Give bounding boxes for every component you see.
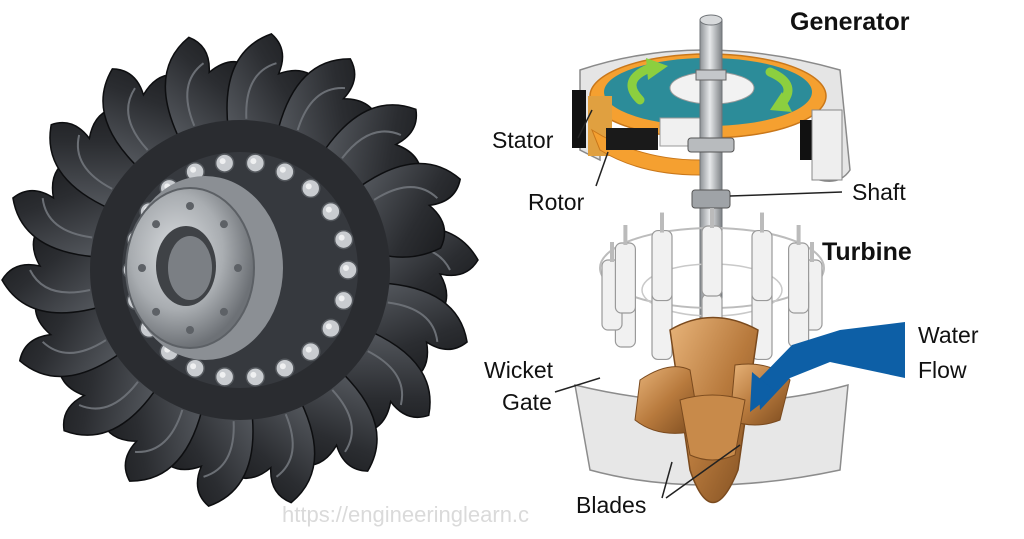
wicket-gate-leader bbox=[554, 377, 601, 393]
runner-bolt-glint bbox=[219, 371, 226, 378]
turbine-assembly bbox=[574, 208, 905, 503]
wicket-vane bbox=[701, 225, 723, 297]
runner-bucket-highlight bbox=[186, 62, 205, 127]
flange-bolt bbox=[152, 220, 161, 229]
runner-bucket-highlight bbox=[29, 269, 91, 294]
shaft-collar-top bbox=[695, 69, 727, 81]
runner-bolt-glint bbox=[325, 323, 332, 330]
rotation-arrowhead-right bbox=[770, 92, 792, 112]
runner-bucket-highlight bbox=[203, 421, 235, 478]
stator-teeth-left bbox=[572, 90, 586, 148]
flange-bolt bbox=[234, 264, 242, 272]
wicket-vane bbox=[751, 229, 773, 302]
pelton-runner-image bbox=[1, 33, 479, 507]
rotation-arrow-left bbox=[627, 63, 655, 105]
runner-bolt-glint bbox=[190, 166, 197, 173]
runner-bolt-glint bbox=[305, 346, 312, 353]
runner-bucket-highlight bbox=[245, 62, 277, 119]
runner-bucket-highlight bbox=[331, 389, 353, 453]
runner-bolt-glint bbox=[190, 363, 197, 370]
blades-label: Blades bbox=[576, 492, 646, 518]
runner-bucket-highlight bbox=[367, 350, 403, 406]
runner-bolt-glint bbox=[343, 265, 349, 271]
wicket-vane-stem bbox=[623, 225, 628, 245]
runner-bucket-highlight bbox=[77, 134, 113, 190]
runner-bucket-highlight bbox=[341, 130, 402, 159]
wicket-vane-stem bbox=[710, 208, 714, 228]
watermark: https://engineeringlearn.c bbox=[282, 502, 529, 527]
runner-bucket-highlight bbox=[387, 301, 439, 342]
stator-teeth-right bbox=[800, 120, 812, 160]
runner-bolt-glint bbox=[219, 158, 226, 165]
blades-leader-left bbox=[661, 461, 673, 499]
runner-bucket-highlight bbox=[41, 198, 93, 239]
runner-bolt-glint bbox=[279, 166, 286, 173]
wicket-vane-stem bbox=[810, 242, 814, 262]
flange-bolt bbox=[186, 326, 194, 334]
runner-bolt-glint bbox=[325, 206, 332, 213]
flange-bolt bbox=[152, 307, 161, 316]
wicket-label: Wicket bbox=[484, 357, 554, 383]
water-label: Water bbox=[918, 322, 979, 348]
runner-bolt-glint bbox=[279, 363, 286, 370]
flange-bolts bbox=[138, 202, 242, 334]
flange-bolt bbox=[186, 202, 194, 210]
runner-bucket-highlight bbox=[275, 413, 294, 478]
runner-bucket-highlight bbox=[78, 381, 139, 410]
stator-block-right bbox=[811, 109, 843, 181]
flange-bolt bbox=[219, 307, 228, 316]
shaft-label: Shaft bbox=[852, 179, 906, 205]
flow-label: Flow bbox=[918, 357, 967, 383]
wicket-vane bbox=[788, 242, 810, 314]
hub-bore-inner bbox=[168, 236, 212, 300]
shaft-coupling bbox=[691, 189, 731, 209]
runner-bucket-highlight bbox=[373, 186, 439, 201]
flange-bolt bbox=[219, 220, 228, 229]
rotation-arrowhead-left bbox=[646, 58, 668, 80]
wicket-vane bbox=[651, 229, 673, 302]
runner-bucket-highlight bbox=[134, 409, 184, 453]
stator-teeth-bottom bbox=[606, 128, 658, 150]
runner-bolt-glint bbox=[338, 295, 345, 302]
rotor-label: Rotor bbox=[528, 189, 585, 215]
wicket-vane bbox=[614, 242, 636, 314]
shaft-collar-mid bbox=[687, 137, 735, 153]
flange-bolt bbox=[138, 264, 146, 272]
runner-bucket-highlight bbox=[41, 339, 107, 354]
generator-label: Generator bbox=[790, 8, 910, 36]
runner-bolt-glint bbox=[305, 183, 312, 190]
wicket-vane-stem bbox=[610, 242, 614, 262]
stator-label: Stator bbox=[492, 127, 554, 153]
water-flow-arrowhead bbox=[750, 372, 776, 412]
leader-lines bbox=[554, 109, 843, 499]
shaft-top-cap bbox=[699, 14, 723, 26]
runner-blade-front bbox=[679, 394, 746, 461]
runner-bolt-glint bbox=[250, 371, 257, 378]
stator-leader bbox=[577, 109, 593, 139]
runner-bucket-highlight bbox=[296, 87, 346, 131]
blades-leader-right bbox=[665, 444, 741, 499]
wicket-vane-stem bbox=[660, 212, 664, 233]
water-flow-arrow bbox=[758, 322, 905, 410]
rotor-leader bbox=[595, 151, 609, 187]
turbine-label: Turbine bbox=[822, 238, 912, 266]
runner-bolt-glint bbox=[338, 234, 345, 241]
gate-label: Gate bbox=[502, 389, 552, 415]
wicket-vane-stem bbox=[796, 225, 801, 245]
runner-bolt-glint bbox=[250, 158, 257, 165]
runner-bucket-highlight bbox=[127, 87, 149, 151]
wicket-vane-stem bbox=[760, 212, 764, 233]
shaft-leader bbox=[729, 191, 843, 197]
